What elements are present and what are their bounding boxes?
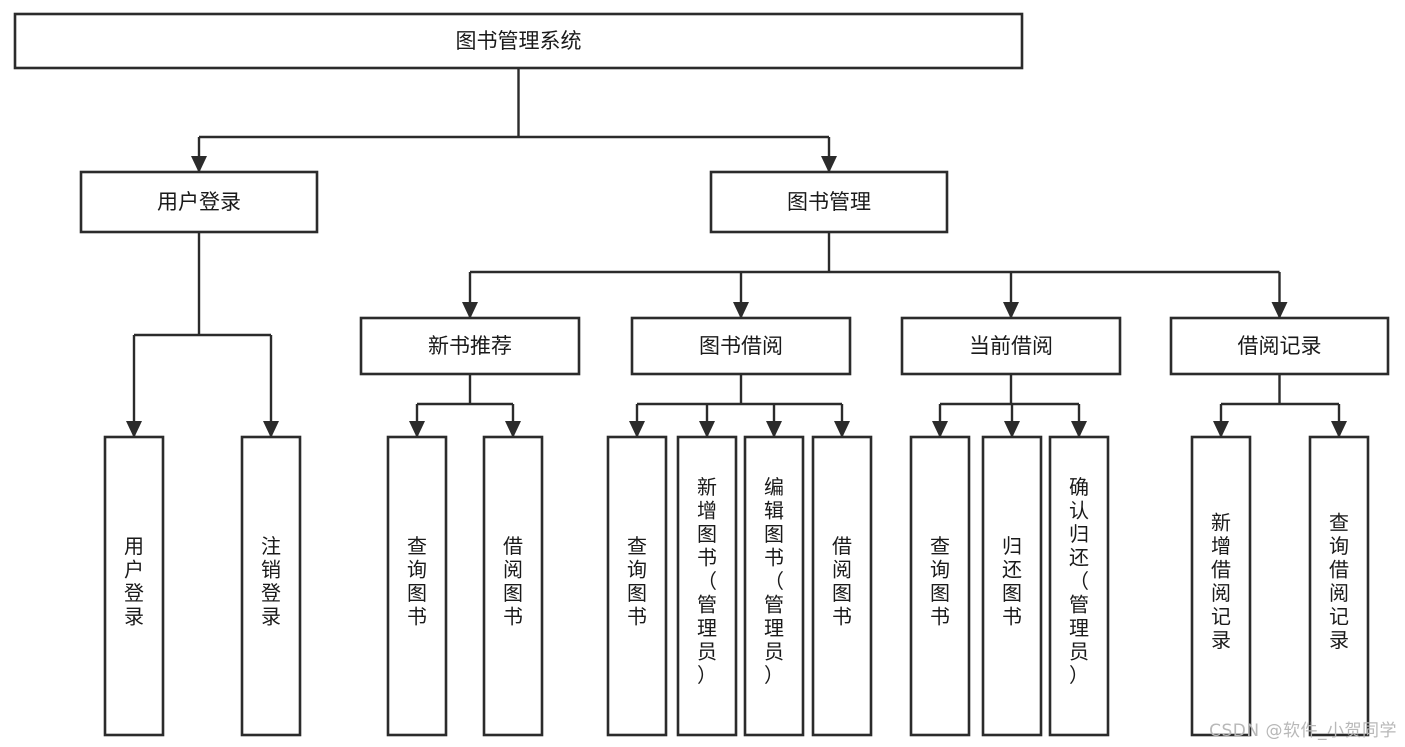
leaf-node-5-label: 查询图书 bbox=[627, 534, 647, 629]
leaf-node-8-label: 借阅图书 bbox=[832, 534, 852, 629]
leaf-node-12[interactable]: 新增借阅记录 bbox=[1190, 435, 1252, 737]
root-node-book-management-system-box[interactable] bbox=[13, 12, 1024, 70]
leaf-node-10[interactable]: 归还图书 bbox=[981, 435, 1043, 737]
level3-node-4[interactable]: 借阅记录 bbox=[1169, 316, 1390, 376]
arrow-head-icon bbox=[733, 302, 749, 319]
arrow-head-icon bbox=[1003, 302, 1019, 319]
leaf-node-1-label: 用户登录 bbox=[124, 534, 144, 629]
level2-node-2-box[interactable] bbox=[709, 170, 949, 234]
root-node-book-management-system-label: 图书管理系统 bbox=[456, 29, 582, 53]
level3-node-4-label: 借阅记录 bbox=[1238, 334, 1322, 358]
leaf-node-4-box[interactable] bbox=[482, 435, 544, 737]
level3-node-1-box[interactable] bbox=[359, 316, 581, 376]
arrow-head-icon bbox=[834, 421, 850, 438]
leaf-node-6-box[interactable] bbox=[676, 435, 738, 737]
node-boxes: 图书管理系统用户登录图书管理新书推荐图书借阅当前借阅借阅记录用户登录注销登录查询… bbox=[13, 12, 1390, 737]
arrow-head-icon bbox=[409, 421, 425, 438]
leaf-node-12-label: 新增借阅记录 bbox=[1211, 510, 1231, 652]
leaf-node-13-box[interactable] bbox=[1308, 435, 1370, 737]
arrow-head-icon bbox=[1271, 302, 1288, 319]
level2-node-1-label: 用户登录 bbox=[157, 190, 241, 214]
leaf-node-2-label: 注销登录 bbox=[261, 534, 281, 629]
leaf-node-3-box[interactable] bbox=[386, 435, 448, 737]
leaf-node-4-label: 借阅图书 bbox=[503, 534, 523, 629]
leaf-node-10-box[interactable] bbox=[981, 435, 1043, 737]
arrow-head-icon bbox=[1213, 421, 1229, 438]
arrow-head-icon bbox=[699, 421, 715, 438]
leaf-node-12-box[interactable] bbox=[1190, 435, 1252, 737]
arrow-head-icon bbox=[1004, 421, 1020, 438]
level3-node-3-label: 当前借阅 bbox=[969, 334, 1053, 358]
arrow-head-icon bbox=[263, 421, 279, 438]
level2-node-2[interactable]: 图书管理 bbox=[709, 170, 949, 234]
leaf-node-5-box[interactable] bbox=[606, 435, 668, 737]
leaf-node-6[interactable]: 新增图书（管理员） bbox=[676, 435, 738, 737]
csdn-watermark: CSDN @软件_小贺同学 bbox=[1209, 721, 1397, 741]
root-node-book-management-system[interactable]: 图书管理系统 bbox=[13, 12, 1024, 70]
leaf-node-8[interactable]: 借阅图书 bbox=[811, 435, 873, 737]
level3-node-1-label: 新书推荐 bbox=[428, 334, 512, 358]
leaf-node-5[interactable]: 查询图书 bbox=[606, 435, 668, 737]
level3-node-4-box[interactable] bbox=[1169, 316, 1390, 376]
leaf-node-1[interactable]: 用户登录 bbox=[103, 435, 165, 737]
arrow-head-icon bbox=[1331, 421, 1347, 438]
level3-node-3-box[interactable] bbox=[900, 316, 1122, 376]
leaf-node-7-label: 编辑图书（管理员） bbox=[764, 475, 784, 687]
leaf-node-1-box[interactable] bbox=[103, 435, 165, 737]
arrow-head-icon bbox=[505, 421, 521, 438]
level2-node-1[interactable]: 用户登录 bbox=[79, 170, 319, 234]
leaf-node-2-box[interactable] bbox=[240, 435, 302, 737]
connector-lines bbox=[126, 68, 1347, 438]
arrow-head-icon bbox=[191, 156, 207, 173]
leaf-node-7-box[interactable] bbox=[743, 435, 805, 737]
level3-node-2-box[interactable] bbox=[630, 316, 852, 376]
leaf-node-2[interactable]: 注销登录 bbox=[240, 435, 302, 737]
leaf-node-3[interactable]: 查询图书 bbox=[386, 435, 448, 737]
leaf-node-10-label: 归还图书 bbox=[1002, 534, 1022, 629]
leaf-node-9[interactable]: 查询图书 bbox=[909, 435, 971, 737]
leaf-node-9-box[interactable] bbox=[909, 435, 971, 737]
leaf-node-8-box[interactable] bbox=[811, 435, 873, 737]
leaf-node-11[interactable]: 确认归还（管理员） bbox=[1048, 435, 1110, 737]
arrow-head-icon bbox=[821, 156, 837, 173]
arrow-head-icon bbox=[766, 421, 782, 438]
leaf-node-11-label: 确认归还（管理员） bbox=[1069, 475, 1089, 687]
level3-node-2[interactable]: 图书借阅 bbox=[630, 316, 852, 376]
arrow-head-icon bbox=[932, 421, 948, 438]
arrow-head-icon bbox=[126, 421, 142, 438]
level3-node-3[interactable]: 当前借阅 bbox=[900, 316, 1122, 376]
level3-node-2-label: 图书借阅 bbox=[699, 334, 783, 358]
leaf-node-11-box[interactable] bbox=[1048, 435, 1110, 737]
level2-node-1-box[interactable] bbox=[79, 170, 319, 234]
leaf-node-6-label: 新增图书（管理员） bbox=[697, 475, 717, 687]
level2-node-2-label: 图书管理 bbox=[787, 190, 871, 214]
leaf-node-7[interactable]: 编辑图书（管理员） bbox=[743, 435, 805, 737]
arrow-head-icon bbox=[629, 421, 645, 438]
leaf-node-13-label: 查询借阅记录 bbox=[1329, 510, 1349, 652]
arrow-head-icon bbox=[462, 302, 478, 319]
leaf-node-3-label: 查询图书 bbox=[407, 534, 427, 629]
leaf-node-9-label: 查询图书 bbox=[930, 534, 950, 629]
leaf-node-13[interactable]: 查询借阅记录 bbox=[1308, 435, 1370, 737]
leaf-node-4[interactable]: 借阅图书 bbox=[482, 435, 544, 737]
arrow-head-icon bbox=[1071, 421, 1087, 438]
level3-node-1[interactable]: 新书推荐 bbox=[359, 316, 581, 376]
